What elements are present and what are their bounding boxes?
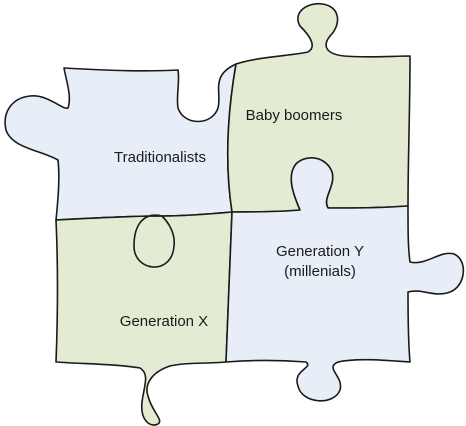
label-generation-y-line2: (millenials) xyxy=(284,263,356,280)
puzzle-piece-generation-y xyxy=(225,157,465,402)
puzzle-piece-generation-x xyxy=(55,211,233,426)
label-traditionalists: Traditionalists xyxy=(114,149,206,166)
label-baby-boomers: Baby boomers xyxy=(246,107,343,124)
label-generation-x: Generation X xyxy=(120,313,208,330)
label-generation-y-line1: Generation Y xyxy=(276,243,364,260)
